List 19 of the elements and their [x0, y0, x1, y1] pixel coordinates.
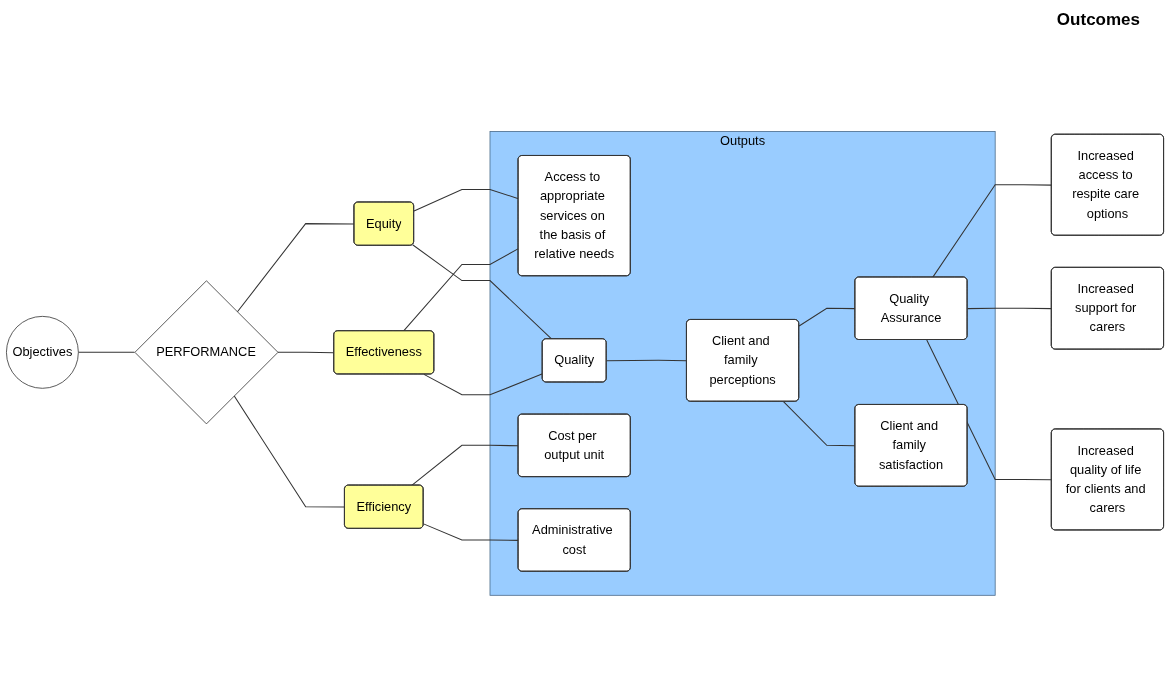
connector [412, 244, 553, 340]
connector [233, 395, 346, 508]
connector [423, 523, 519, 542]
connector [926, 339, 1053, 481]
connector [277, 351, 335, 354]
connector [236, 223, 355, 313]
connector [798, 307, 856, 327]
connector [402, 248, 519, 332]
node-circle: Objectives [6, 316, 79, 389]
connector [932, 184, 1053, 278]
connector [967, 307, 1053, 310]
connector [606, 359, 688, 362]
node-diamond: PERFORMANCE [134, 280, 279, 425]
connector [77, 351, 135, 353]
connector [423, 373, 544, 396]
connector [413, 189, 519, 212]
connector [411, 444, 519, 487]
column-heading: Outcomes [1056, 10, 1140, 29]
connector [782, 401, 856, 447]
